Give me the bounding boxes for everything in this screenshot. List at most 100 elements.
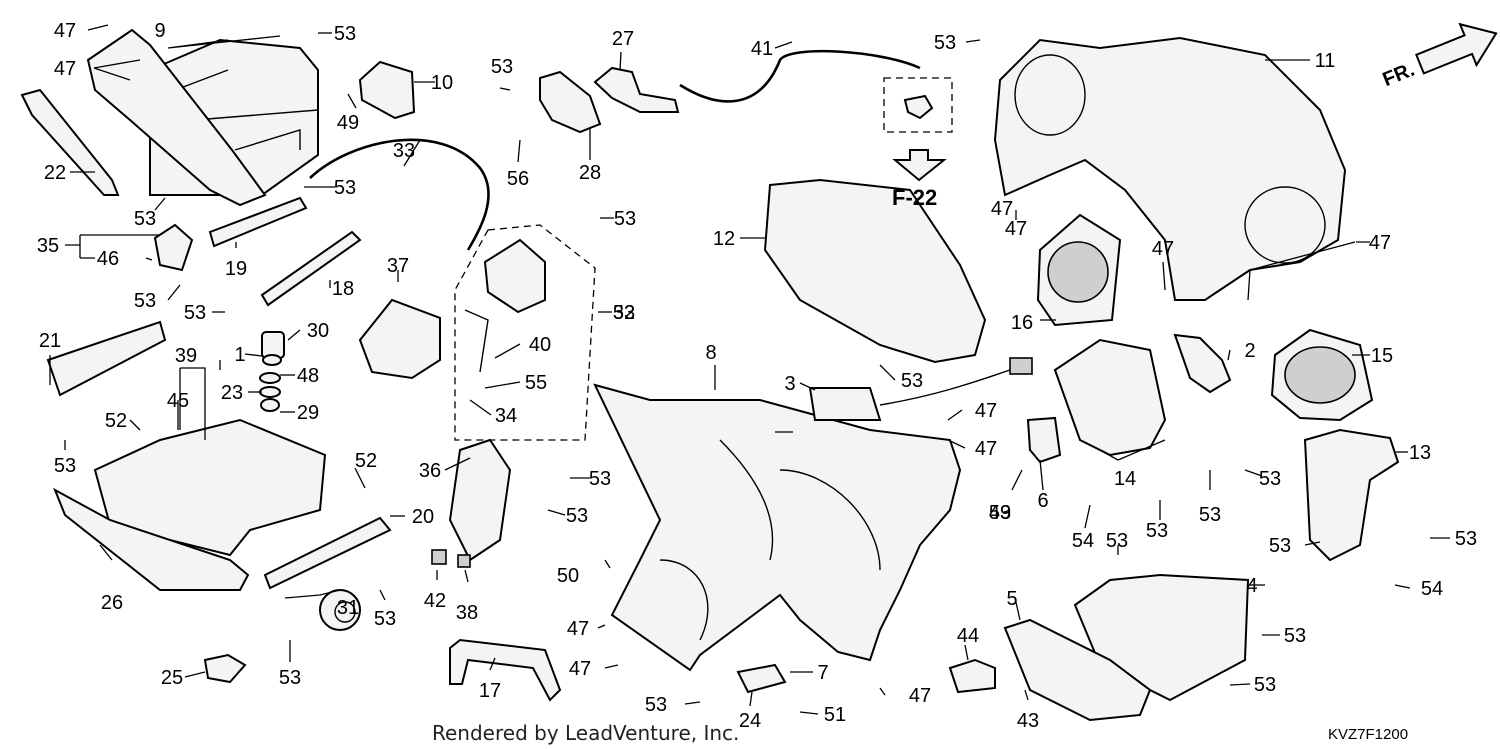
part-35 (153, 223, 194, 272)
callout-53: 53 (491, 56, 513, 78)
callout-32: 32 (613, 302, 635, 324)
callout-20: 20 (412, 506, 434, 528)
callout-53: 53 (1269, 535, 1291, 557)
callout-47: 47 (1005, 218, 1027, 240)
callout-48: 48 (297, 365, 319, 387)
callout-5: 5 (1006, 588, 1017, 610)
callout-53: 53 (334, 177, 356, 199)
callout-47: 47 (54, 58, 76, 80)
part-26-lid (53, 487, 250, 591)
callout-53: 53 (1106, 530, 1128, 552)
callout-53: 53 (1455, 528, 1477, 550)
callout-53: 53 (134, 290, 156, 312)
callout-53: 53 (279, 667, 301, 689)
callout-7: 7 (817, 662, 828, 684)
part-22-seal (20, 88, 120, 196)
callout-53: 53 (589, 468, 611, 490)
direction-label: FR. (1380, 59, 1418, 91)
callout-53: 53 (934, 32, 956, 54)
front-direction-arrow: FR. (1380, 22, 1498, 91)
callout-34: 34 (495, 405, 517, 427)
callout-54: 54 (1421, 578, 1443, 600)
callout-24: 24 (739, 710, 761, 732)
callout-8: 8 (705, 342, 716, 364)
callout-1: 1 (234, 344, 245, 366)
callout-44: 44 (957, 625, 979, 647)
callout-6: 6 (1037, 490, 1048, 512)
callout-53: 53 (334, 23, 356, 45)
part-19 (208, 196, 308, 248)
part-25 (203, 653, 247, 684)
callout-50: 50 (557, 565, 579, 587)
callout-45: 45 (167, 390, 189, 412)
part-9-frame (86, 28, 267, 207)
callout-31: 31 (337, 597, 359, 619)
callout-16: 16 (1011, 312, 1033, 334)
part-2-switch (1173, 333, 1232, 394)
callout-22: 22 (44, 162, 66, 184)
callout-39: 39 (175, 345, 197, 367)
callout-47: 47 (569, 658, 591, 680)
part-18 (260, 230, 362, 307)
part-7 (736, 663, 787, 694)
part-13-duct (1303, 428, 1400, 562)
part-12-panel (763, 178, 987, 364)
part-3-unit (808, 387, 882, 421)
callout-49: 49 (989, 502, 1011, 524)
reference-label: F-22 (892, 185, 937, 210)
callout-53: 53 (1284, 625, 1306, 647)
callout-10: 10 (431, 72, 453, 94)
callout-53: 53 (1254, 674, 1276, 696)
part-28 (539, 70, 602, 134)
callout-25: 25 (161, 667, 183, 689)
callout-53: 53 (374, 608, 396, 630)
callout-53: 53 (134, 208, 156, 230)
callout-9: 9 (154, 20, 165, 42)
callout-2: 2 (1244, 340, 1255, 362)
callout-3: 3 (784, 373, 795, 395)
group-32-outline (454, 224, 596, 441)
callout-47: 47 (909, 685, 931, 707)
leader-lines (49, 24, 1450, 715)
part-10 (358, 60, 416, 120)
part-37 (358, 298, 441, 380)
callout-4: 4 (1246, 575, 1257, 597)
callout-43: 43 (1017, 710, 1039, 732)
callout-52: 52 (355, 450, 377, 472)
callout-11: 11 (1315, 50, 1336, 72)
callout-30: 30 (307, 320, 329, 342)
callout-15: 15 (1371, 345, 1393, 367)
callout-53: 53 (1259, 468, 1281, 490)
callout-47: 47 (1152, 238, 1174, 260)
callout-53: 53 (54, 455, 76, 477)
callout-29: 29 (297, 402, 319, 424)
part-27 (593, 66, 680, 113)
callout-26: 26 (101, 592, 123, 614)
callout-56: 56 (507, 168, 529, 190)
callout-35: 35 (37, 235, 59, 257)
callout-53: 53 (566, 505, 588, 527)
callout-27: 27 (612, 28, 634, 50)
part-32-lock (483, 238, 546, 314)
callout-40: 40 (529, 334, 551, 356)
part-44 (948, 658, 996, 694)
part-20 (263, 516, 392, 590)
callout-23: 23 (221, 382, 243, 404)
callout-41: 41 (751, 38, 773, 60)
callout-49: 49 (337, 112, 359, 134)
callout-53: 53 (614, 208, 636, 230)
callout-42: 42 (424, 590, 446, 612)
callout-47: 47 (54, 20, 76, 42)
callout-19: 19 (225, 258, 247, 280)
callout-53: 53 (645, 694, 667, 716)
callout-47: 47 (1369, 232, 1391, 254)
callout-14: 14 (1114, 468, 1136, 490)
callout-55: 55 (525, 372, 547, 394)
part-5-lid (1003, 618, 1152, 722)
callout-53: 53 (1146, 520, 1168, 542)
callout-53: 53 (1199, 504, 1221, 526)
part-6 (1026, 416, 1062, 464)
part-17-seal (449, 638, 562, 702)
